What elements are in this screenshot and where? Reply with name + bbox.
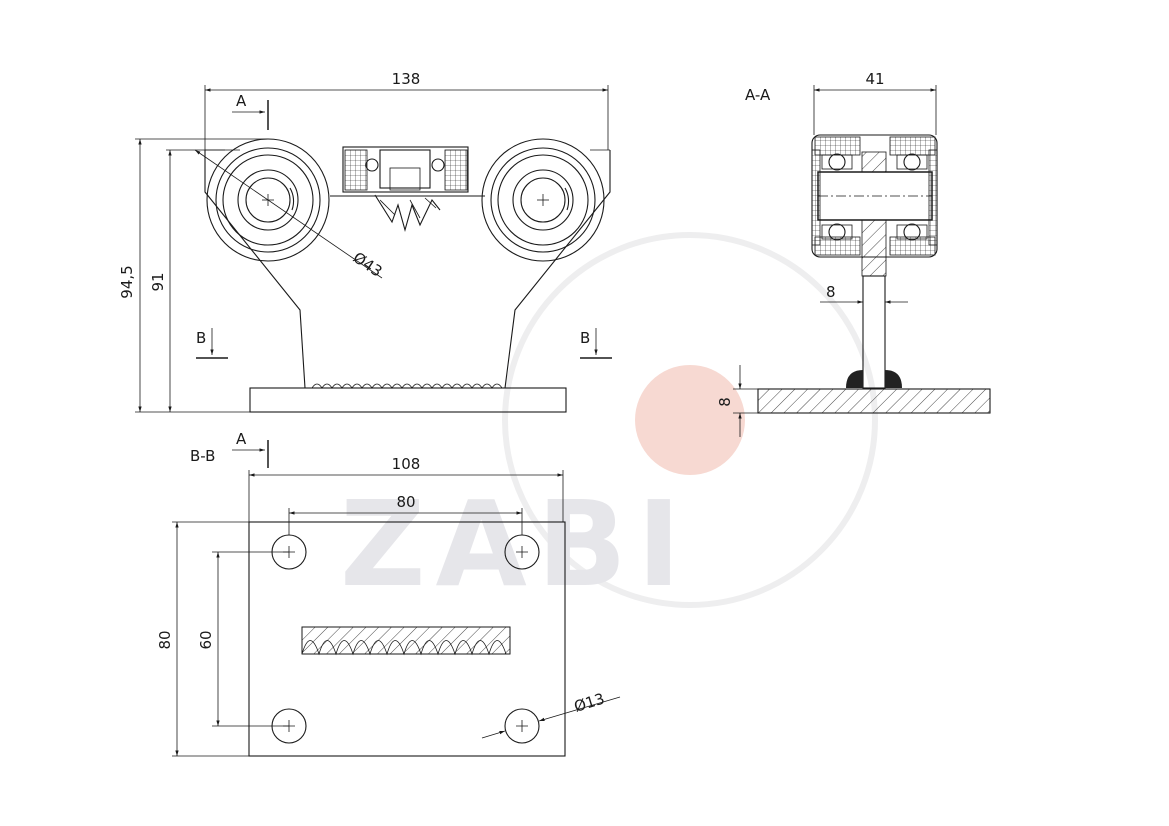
bb-weld-seam: [301, 626, 511, 655]
dim-section-width: 41: [865, 70, 884, 88]
dim-plate-width: 108: [392, 455, 421, 473]
front-view: 138 94,5 91 Ø43 A B B: [118, 70, 612, 413]
section-base-plate: [757, 388, 991, 414]
section-aa-title: A-A: [745, 86, 771, 104]
section-marker-b-left: B: [196, 329, 206, 347]
dim-front-height-inner: 91: [149, 272, 167, 291]
dim-hole-spacing-y: 60: [197, 630, 215, 649]
hole: [504, 708, 540, 744]
dim-stem-width: 8: [826, 283, 836, 301]
section-marker-a-top: A: [236, 92, 247, 110]
section-aa-view: A-A 41: [716, 70, 991, 437]
center-guide-roller: [342, 146, 469, 233]
watermark-text: ZABI: [340, 475, 691, 613]
front-base-plate: [249, 387, 567, 413]
dim-front-height-outer: 94,5: [118, 265, 136, 298]
front-weld: [311, 383, 503, 389]
section-marker-b-right: B: [580, 329, 590, 347]
dim-hole-diameter: Ø13: [572, 690, 607, 716]
bb-plate-outline: [248, 521, 566, 757]
watermark: ZABI: [340, 232, 878, 613]
section-bb-view: B-B A 108 80 80: [156, 430, 621, 757]
dim-plate-thickness: 8: [716, 397, 734, 407]
section-bb-title: B-B: [190, 447, 215, 465]
dim-wheel-diameter: Ø43: [350, 248, 386, 280]
right-wheel: [481, 138, 605, 262]
dim-front-width: 138: [392, 70, 421, 88]
dim-hole-spacing-x: 80: [396, 493, 415, 511]
section-marker-a-bottom: A: [236, 430, 247, 448]
dim-plate-height: 80: [156, 630, 174, 649]
